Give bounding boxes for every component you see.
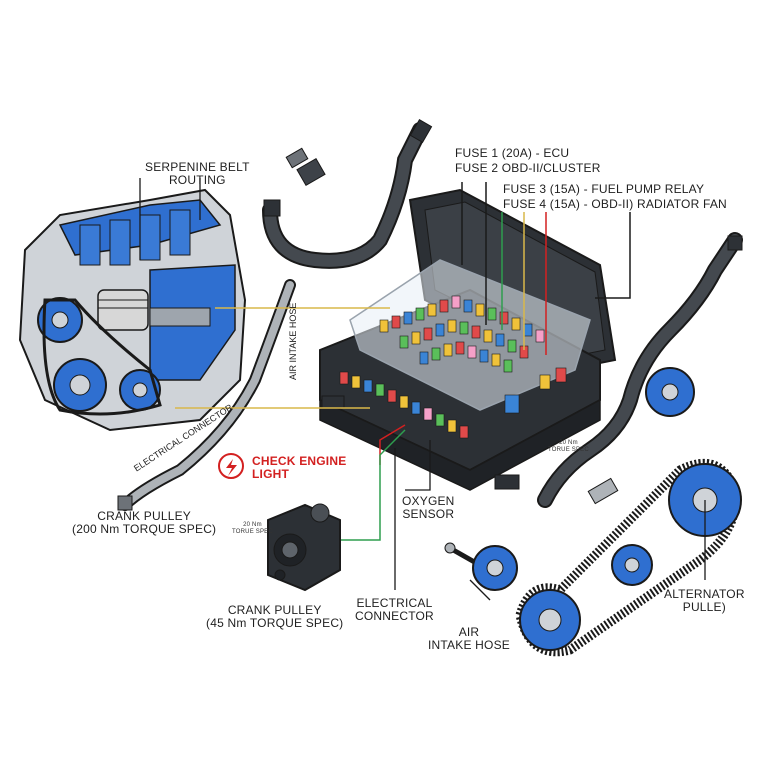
- alternator-line-1: ALTERNATOR: [664, 587, 745, 601]
- top-sensor-icon: [285, 147, 326, 186]
- serpentine-label: SERPENINE BELT ROUTING: [145, 161, 250, 187]
- torque-b-line-1: 20 Nm: [559, 440, 578, 446]
- torque-a-line-2: TORUE SPEC: [232, 529, 273, 535]
- check-engine-line-2: LIGHT: [252, 467, 289, 481]
- air-intake-line-2: INTAKE HOSE: [428, 638, 510, 652]
- warning-bolt-icon: [218, 453, 244, 479]
- oxygen-line-1: OXYGEN: [402, 494, 455, 508]
- torque-small-b-label: 20 Nm TORUE SPEC: [548, 440, 589, 454]
- torque-b-line-2: TORUE SPEC: [548, 447, 589, 453]
- torque-a-line-1: 20 Nm: [243, 522, 262, 528]
- engine-block: [18, 188, 247, 432]
- serpentine-line-2: ROUTING: [168, 173, 226, 187]
- crank-pulley-left-label: CRANK PULLEY (200 Nm TORQUE SPEC): [72, 510, 216, 536]
- check-engine-label: CHECK ENGINE LIGHT: [252, 455, 346, 481]
- serpentine-line-1: SERPENINE BELT: [145, 160, 250, 174]
- crank-mid-line-2: (45 Nm TORQUE SPEC): [206, 616, 344, 630]
- crank-left-line-1: CRANK PULLEY: [97, 509, 192, 523]
- crank-left-line-2: (200 Nm TORQUE SPEC): [72, 522, 217, 536]
- fuse-1-label: FUSE 1 (20A) - ECU: [455, 146, 570, 160]
- air-intake-line-1: AIR: [458, 625, 480, 639]
- fuse-4-label: FUSE 4 (15A) - OBD-II) RADIATOR FAN: [503, 197, 727, 211]
- sensor-unit: [267, 503, 341, 592]
- fuses: [339, 295, 567, 439]
- belt-drive: [515, 458, 742, 657]
- oxygen-sensor-label: OXYGEN SENSOR: [402, 495, 455, 521]
- alternator-line-2: PULLE): [682, 600, 726, 614]
- alternator-label: ALTERNATOR PULLE): [664, 588, 745, 614]
- fuse-2-label: FUSE 2 OBD-II/CLUSTER: [455, 161, 601, 175]
- electrical-line-1: ELECTRICAL: [356, 596, 433, 610]
- oxygen-line-2: SENSOR: [402, 507, 455, 521]
- hose-vertical-label: AIR INTAKE HOSE: [288, 302, 298, 380]
- crank-mid-line-1: CRANK PULLEY: [227, 603, 322, 617]
- torque-small-a-label: 20 Nm TORUE SPEC: [232, 522, 273, 536]
- idler-pulley: [444, 542, 518, 591]
- hoses: [119, 122, 743, 511]
- crank-pulley-mid-label: CRANK PULLEY (45 Nm TORQUE SPEC): [206, 604, 343, 630]
- electrical-line-2: CONNECTOR: [355, 609, 434, 623]
- fuse-callouts: [461, 182, 631, 355]
- fuse-3-label: FUSE 3 (15A) - FUEL PUMP RELAY: [503, 182, 705, 196]
- air-intake-label: AIR INTAKE HOSE: [428, 626, 510, 652]
- electrical-connector-label: ELECTRICAL CONNECTOR: [355, 597, 434, 623]
- check-engine-line-1: CHECK ENGINE: [252, 454, 347, 468]
